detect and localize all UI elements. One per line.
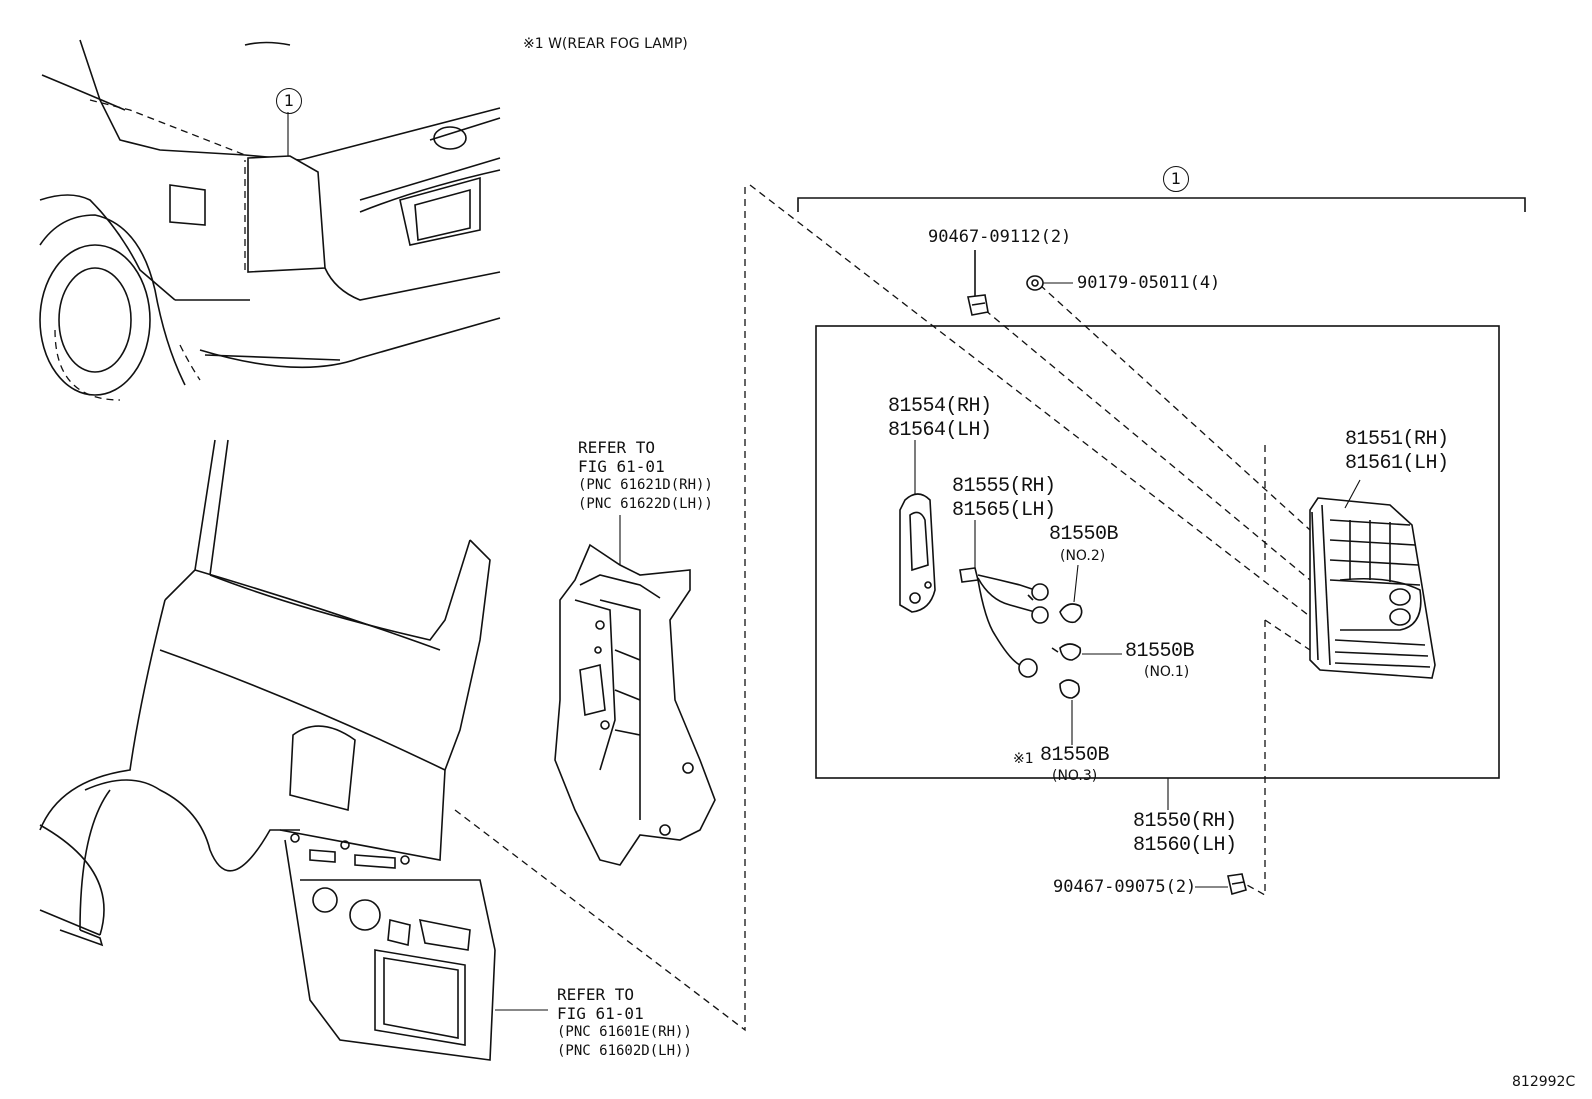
quarter-panel bbox=[39, 439, 548, 1061]
label-lens-lh: 81561(LH) bbox=[1345, 452, 1449, 475]
tail-lamp-icon bbox=[1309, 479, 1436, 679]
label-bulb-no2-sub: (NO.2) bbox=[1060, 548, 1106, 564]
refer-line-2: FIG 61-01 bbox=[578, 457, 665, 476]
bulb-no1-icon bbox=[1051, 643, 1122, 661]
label-socket-rh: 81555(RH) bbox=[952, 475, 1056, 498]
label-screw: 90179-05011(4) bbox=[1077, 273, 1221, 293]
refer-line-4: (PNC 61622D(LH)) bbox=[578, 496, 713, 512]
refer-block-quarter-panel: REFER TO FIG 61-01 (PNC 61601E(RH)) (PNC… bbox=[557, 985, 692, 1061]
inner-panel bbox=[554, 515, 716, 866]
figure-id: 812992C bbox=[1512, 1074, 1576, 1090]
label-lens-rh: 81551(RH) bbox=[1345, 428, 1449, 451]
label-assy-lh: 81560(LH) bbox=[1133, 834, 1237, 857]
label-bulb-no3-mark: ※1 bbox=[1013, 751, 1034, 767]
label-gasket-rh: 81554(RH) bbox=[888, 395, 992, 418]
label-bulb-no3: 81550B bbox=[1040, 744, 1110, 767]
label-gasket-lh: 81564(LH) bbox=[888, 419, 992, 442]
refer-line-3: (PNC 61621D(RH)) bbox=[578, 477, 713, 493]
refer-line-1: REFER TO bbox=[578, 438, 656, 457]
assembly-box bbox=[815, 325, 1500, 779]
gasket-icon bbox=[899, 440, 936, 613]
refer-block-inner-panel: REFER TO FIG 61-01 (PNC 61621D(RH)) (PNC… bbox=[578, 438, 713, 514]
socket-wire-icon bbox=[959, 520, 1049, 678]
label-bolt-bottom: 90467-09075(2) bbox=[1053, 877, 1197, 897]
label-bulb-no3-sub: (NO.3) bbox=[1052, 768, 1098, 784]
label-bulb-no1: 81550B bbox=[1125, 640, 1195, 663]
refer-line-4: (PNC 61602D(LH)) bbox=[557, 1043, 692, 1059]
bolt-top-icon bbox=[967, 250, 989, 316]
bulb-no2-icon bbox=[1059, 564, 1083, 624]
bolt-bottom-icon bbox=[1195, 873, 1247, 896]
label-bulb-no2: 81550B bbox=[1049, 523, 1119, 546]
refer-line-3: (PNC 61601E(RH)) bbox=[557, 1024, 692, 1040]
label-socket-lh: 81565(LH) bbox=[952, 499, 1056, 522]
callout-ref-left: 1 bbox=[276, 88, 302, 114]
label-bulb-no1-sub: (NO.1) bbox=[1144, 664, 1190, 680]
refer-line-1: REFER TO bbox=[557, 985, 635, 1004]
label-bolt-top: 90467-09112(2) bbox=[928, 227, 1072, 247]
callout-ref-right: 1 bbox=[1163, 166, 1189, 192]
refer-line-2: FIG 61-01 bbox=[557, 1004, 644, 1023]
vehicle-rear-view bbox=[39, 39, 501, 401]
bulb-no3-icon bbox=[1059, 679, 1080, 745]
label-assy-rh: 81550(RH) bbox=[1133, 810, 1237, 833]
fog-lamp-note: ※1 W(REAR FOG LAMP) bbox=[523, 36, 688, 52]
screw-icon bbox=[1026, 275, 1073, 291]
